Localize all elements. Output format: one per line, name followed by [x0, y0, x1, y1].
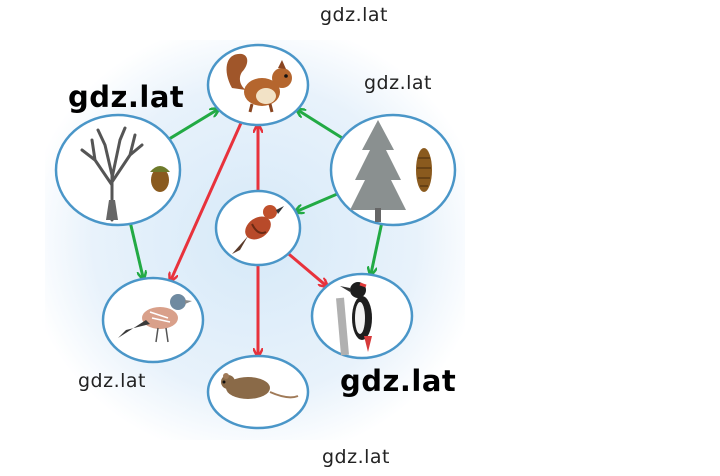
arrow-oak-to-chaffinch	[129, 223, 144, 279]
node-chaffinch	[101, 276, 205, 364]
squirrel-icon	[226, 53, 292, 113]
watermark-text: gdz.lat	[68, 80, 185, 114]
arrow-spruce-to-woodpecker	[371, 223, 383, 275]
arrow-spruce-to-crossbill	[296, 192, 338, 212]
node-squirrel	[206, 43, 310, 127]
node-woodpecker	[310, 272, 414, 360]
node-spruce	[329, 113, 457, 227]
watermark-text: gdz.lat	[340, 364, 457, 398]
chaffinch-bird-icon	[118, 294, 192, 343]
arrow-oak-to-squirrel	[168, 109, 218, 141]
oak-tree-with-acorn-icon	[80, 126, 170, 222]
watermark-text: gdz.lat	[364, 72, 433, 94]
crossbill-bird-icon	[232, 205, 284, 254]
node-crossbill	[214, 189, 302, 267]
spruce-tree-with-cone-icon	[350, 120, 432, 222]
watermark-text: gdz.lat	[320, 4, 389, 26]
mouse-icon	[221, 373, 299, 399]
arrow-spruce-to-squirrel	[297, 110, 344, 140]
watermark-text: gdz.lat	[322, 446, 391, 468]
woodpecker-icon	[336, 282, 372, 356]
arrow-squirrel-to-chaffinch	[171, 122, 243, 281]
edges-layer	[129, 109, 383, 356]
node-mouse	[206, 354, 310, 430]
arrow-crossbill-to-woodpecker	[287, 252, 326, 287]
node-oak	[54, 113, 182, 227]
watermark-text: gdz.lat	[78, 370, 147, 392]
